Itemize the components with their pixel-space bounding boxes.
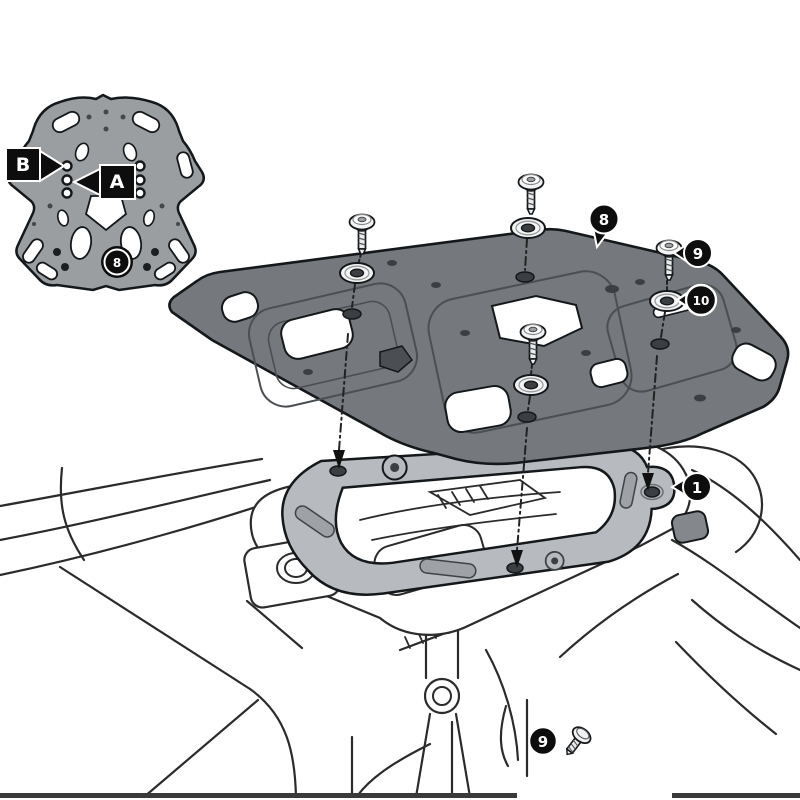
rack-screw-hole — [515, 271, 535, 283]
callout-9-bottom-label: 9 — [538, 733, 548, 751]
shock-mount-bolt — [423, 677, 461, 715]
rack-cutout — [731, 342, 777, 382]
arrow-down-icon — [333, 450, 345, 469]
callout-9-bottom: 9 — [528, 726, 558, 756]
washer-icon — [649, 290, 685, 312]
rubber-bumper — [670, 510, 710, 544]
washer-icon — [513, 374, 549, 396]
inset-rack-top-view: B A 8 — [5, 93, 206, 292]
screw-icon-top-center — [517, 173, 545, 215]
rack-cutout — [280, 308, 354, 360]
inset-callout-8: 8 — [101, 246, 133, 278]
inset-callout-8-label: 8 — [113, 256, 121, 270]
callout-10-balloon: 10 — [674, 283, 718, 317]
rack-claw — [379, 345, 414, 373]
adapter-hole — [329, 465, 347, 477]
label-arrow-b: B — [5, 147, 66, 183]
label-arrow-a: A — [71, 164, 136, 200]
adapter-slot — [294, 505, 335, 538]
callout-9-label: 9 — [693, 245, 703, 263]
screw-icon-top-left — [348, 213, 376, 255]
adapter-hole — [506, 562, 524, 574]
label-b-text: B — [16, 154, 30, 176]
callout-10-label: 10 — [693, 294, 710, 308]
adapter-slot — [619, 471, 638, 509]
callout-9-balloon: 9 — [672, 238, 713, 268]
screw-icon-center — [519, 323, 547, 365]
adapter-slot — [419, 558, 477, 579]
label-a-text: A — [110, 171, 125, 193]
ground-line — [0, 793, 800, 798]
motorcycle-subframe — [0, 445, 800, 799]
assembly-guide-lines — [333, 238, 668, 568]
rack-screw-hole — [342, 308, 362, 320]
rack-screw-hole — [517, 411, 537, 423]
adapter-plate — [281, 442, 676, 596]
rack-screw-hole — [650, 338, 670, 350]
callout-1-label: 1 — [692, 479, 702, 497]
mount-hole-a — [61, 174, 73, 186]
rack-cutout — [589, 357, 629, 389]
arrow-down-icon — [511, 550, 523, 568]
callout-1-balloon: 1 — [670, 472, 712, 502]
adventure-rack — [168, 227, 790, 466]
callout-8-label: 8 — [599, 211, 609, 229]
callout-8-balloon: 8 — [588, 203, 620, 250]
washer-icon — [510, 217, 546, 239]
adapter-hole — [643, 486, 661, 498]
rack-cutout — [220, 291, 260, 323]
rack-center-opening — [490, 294, 584, 348]
loose-screw-icon — [565, 726, 592, 756]
washer-icon — [339, 262, 375, 284]
rack-cutout — [444, 384, 512, 434]
rack-recess — [427, 270, 633, 434]
arrow-down-icon — [642, 473, 654, 491]
